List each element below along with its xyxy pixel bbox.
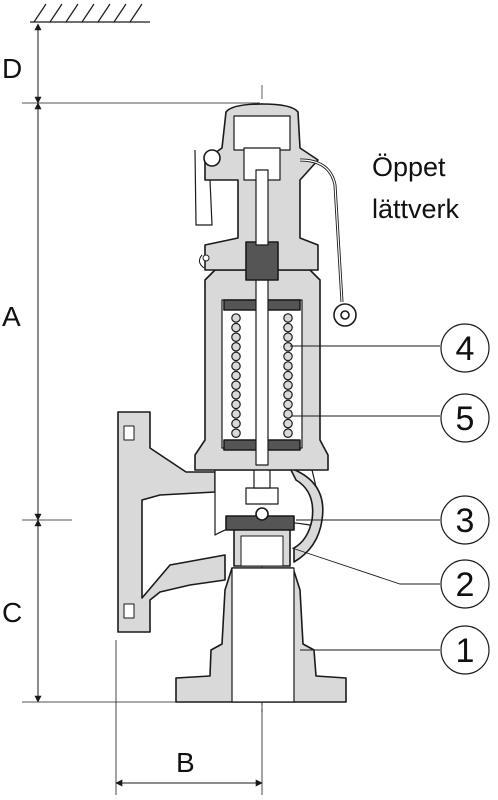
spring-coils [231, 313, 293, 438]
spring-coil-right [283, 332, 293, 342]
spring-coil-left [231, 409, 241, 419]
spring-coil-right [283, 380, 293, 390]
spring-coil-left [231, 351, 241, 362]
dim-label-b: B [176, 747, 195, 778]
valve-body [117, 411, 347, 703]
dim-label-d: D [2, 53, 22, 84]
spring-coil-right [283, 361, 293, 371]
spring-coil-right [283, 409, 293, 419]
spring-coil-right [283, 418, 293, 429]
spring-coil-left [231, 428, 241, 438]
ceiling-hatch [30, 3, 150, 23]
dim-label-c: C [2, 597, 22, 628]
spring-coil-left [231, 313, 241, 323]
title-line-2: lättverk [372, 194, 460, 224]
spring-coil-right [283, 389, 293, 400]
spring-coil-left [231, 418, 241, 429]
spring-coil-left [231, 370, 241, 381]
spring-coil-right [283, 322, 293, 333]
dimension-lines [22, 23, 263, 795]
spring-coil-left [231, 361, 241, 371]
callout-2: 2 [440, 559, 490, 609]
callout-4: 4 [440, 323, 490, 373]
callout-5-label: 5 [456, 400, 475, 438]
callout-leaders [290, 345, 440, 651]
spring-coil-left [231, 322, 241, 333]
callout-5: 5 [440, 393, 490, 443]
callout-4-label: 4 [456, 330, 475, 368]
spring-coil-left [231, 389, 241, 400]
cap-and-lever [194, 103, 357, 327]
spring-coil-right [283, 399, 293, 410]
callout-1-label: 1 [456, 632, 475, 670]
spring-coil-right [283, 428, 293, 438]
spring-coil-right [283, 351, 293, 362]
callout-1: 1 [440, 625, 490, 675]
spring-coil-right [283, 313, 293, 323]
title-line-1: Öppet [372, 152, 446, 182]
callout-2-label: 2 [456, 566, 475, 604]
spring-coil-left [231, 332, 241, 342]
callout-3: 3 [440, 495, 490, 545]
spring-coil-right [283, 370, 293, 381]
spring-coil-left [231, 341, 241, 352]
spring-coil-left [231, 399, 241, 410]
spring-coil-left [231, 380, 241, 390]
dim-label-a: A [2, 301, 21, 332]
callout-3-label: 3 [456, 502, 475, 540]
spring-coil-right [283, 341, 293, 352]
